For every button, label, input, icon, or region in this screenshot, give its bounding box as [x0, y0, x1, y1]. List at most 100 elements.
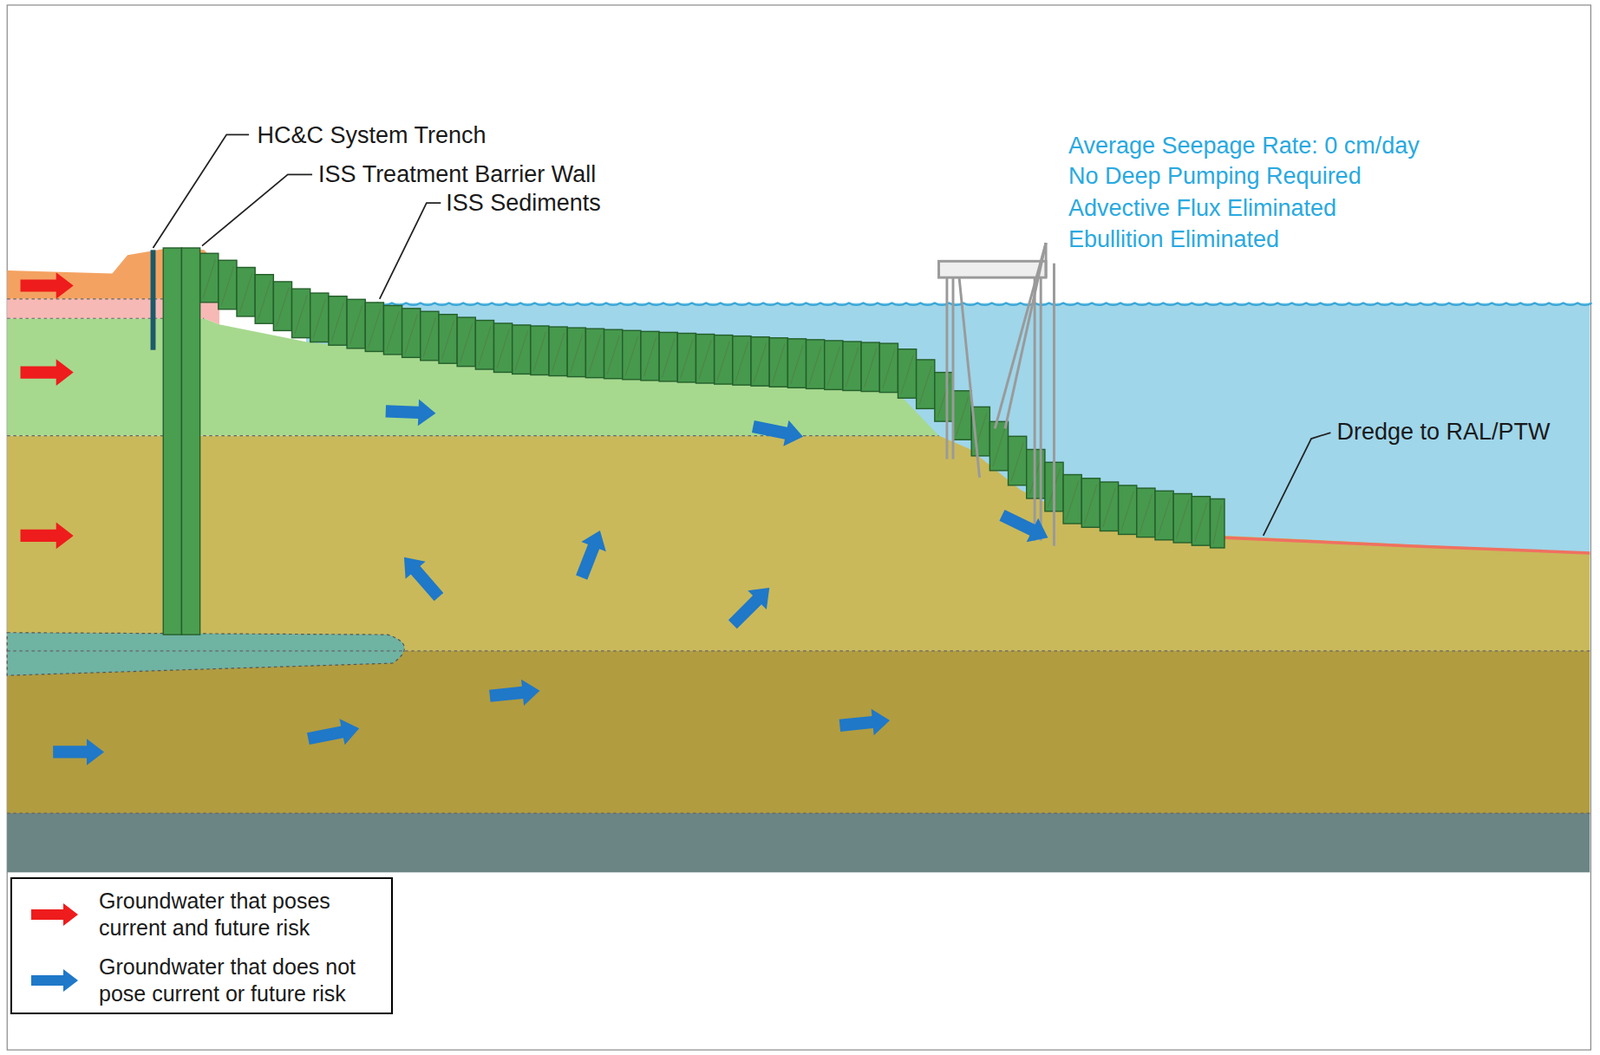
hatch — [809, 346, 822, 386]
iss-block — [1210, 498, 1225, 548]
barrier-wall — [181, 248, 200, 635]
hatch — [864, 348, 877, 388]
hatch — [258, 280, 271, 320]
deep-layer — [6, 651, 1590, 815]
flow-arrow — [751, 420, 804, 447]
legend-text: Groundwater that does not pose current o… — [98, 953, 386, 1007]
flow-arrow — [20, 359, 74, 386]
iss-block — [365, 302, 384, 352]
hatch — [588, 334, 601, 374]
iss-block — [310, 293, 329, 342]
flow-arrow — [839, 709, 890, 736]
hatch — [570, 333, 583, 373]
callout-label: HC&C System Trench — [257, 122, 487, 150]
iss-block — [677, 333, 696, 382]
hatch — [754, 343, 767, 383]
iss-block — [438, 314, 458, 364]
hatch — [350, 305, 363, 345]
flow-arrow — [728, 587, 770, 629]
status-note: Average Seepage Rate: 0 cm/day — [1068, 132, 1420, 160]
iss-block — [1191, 496, 1210, 546]
iss-block — [1008, 436, 1027, 485]
hatch — [643, 337, 656, 377]
flow-arrow — [52, 738, 105, 766]
iss-block — [1136, 488, 1156, 537]
legend-arrow — [29, 967, 80, 994]
iss-block — [585, 328, 604, 378]
hatch — [698, 340, 712, 380]
status-note: Advective Flux Eliminated — [1068, 195, 1337, 223]
iss-block — [292, 288, 311, 338]
callout-label: Dredge to RAL/PTW — [1336, 418, 1550, 446]
hatch — [313, 299, 326, 339]
hatch — [1011, 442, 1024, 482]
flow-arrow — [404, 557, 444, 601]
hatch — [956, 397, 969, 437]
iss-block — [567, 327, 586, 377]
flow-arrow — [31, 903, 79, 927]
hatch — [496, 329, 510, 369]
flow-arrow — [575, 530, 607, 581]
status-note: Ebullition Eliminated — [1068, 226, 1280, 254]
flow-arrow — [489, 679, 540, 706]
iss-block — [916, 359, 935, 409]
iss-block — [346, 299, 366, 348]
iss-block — [1155, 490, 1174, 540]
iss-blocks — [200, 253, 1225, 549]
iss-block — [457, 317, 476, 366]
hatch — [202, 259, 216, 299]
hatch — [1103, 488, 1116, 528]
frame — [6, 5, 1591, 1051]
hatch — [790, 345, 804, 385]
hatch — [845, 347, 858, 387]
barrier-wall — [163, 248, 182, 635]
hatch — [735, 342, 748, 382]
iss-block — [383, 305, 402, 354]
iss-block — [512, 325, 531, 374]
iss-block — [769, 338, 788, 387]
iss-block — [328, 296, 347, 346]
dredge-line — [1224, 537, 1590, 554]
iss-block — [1081, 478, 1100, 528]
hatch — [992, 427, 1006, 467]
dredge-platform — [939, 242, 1055, 547]
iss-block — [218, 260, 237, 309]
hatch — [882, 349, 895, 389]
iss-block — [659, 332, 678, 381]
hatch — [533, 332, 546, 372]
legend-box: Groundwater that poses current and futur… — [10, 877, 393, 1015]
iss-block — [254, 274, 274, 324]
hatch — [625, 336, 638, 376]
water-surface — [306, 303, 1593, 306]
flow-arrow — [20, 272, 74, 300]
legend-arrow — [29, 901, 80, 928]
iss-block — [953, 391, 972, 440]
layer-lines — [6, 299, 1590, 814]
iss-block — [475, 320, 494, 370]
hatch — [1213, 505, 1222, 545]
iss-block — [548, 326, 568, 376]
hatch — [1195, 502, 1208, 543]
hatch — [368, 308, 381, 348]
hatch — [680, 339, 693, 379]
iss-block — [530, 326, 549, 375]
lens — [6, 633, 405, 676]
hatch — [607, 335, 620, 375]
iss-block — [200, 253, 219, 302]
iss-block — [622, 330, 641, 379]
middle-layer — [6, 436, 1590, 652]
hatch — [1139, 494, 1152, 534]
iss-block — [1118, 485, 1137, 535]
iss-block — [751, 337, 770, 386]
iss-block — [787, 339, 806, 388]
hatch — [515, 331, 528, 371]
iss-block — [842, 341, 862, 391]
hatch — [1121, 491, 1134, 531]
flow-arrow — [306, 718, 360, 745]
iss-block — [640, 331, 660, 380]
hatch — [717, 341, 730, 381]
hatch — [919, 365, 932, 405]
iss-block — [1173, 493, 1192, 543]
hatch — [240, 274, 253, 314]
iss-block — [879, 343, 898, 392]
